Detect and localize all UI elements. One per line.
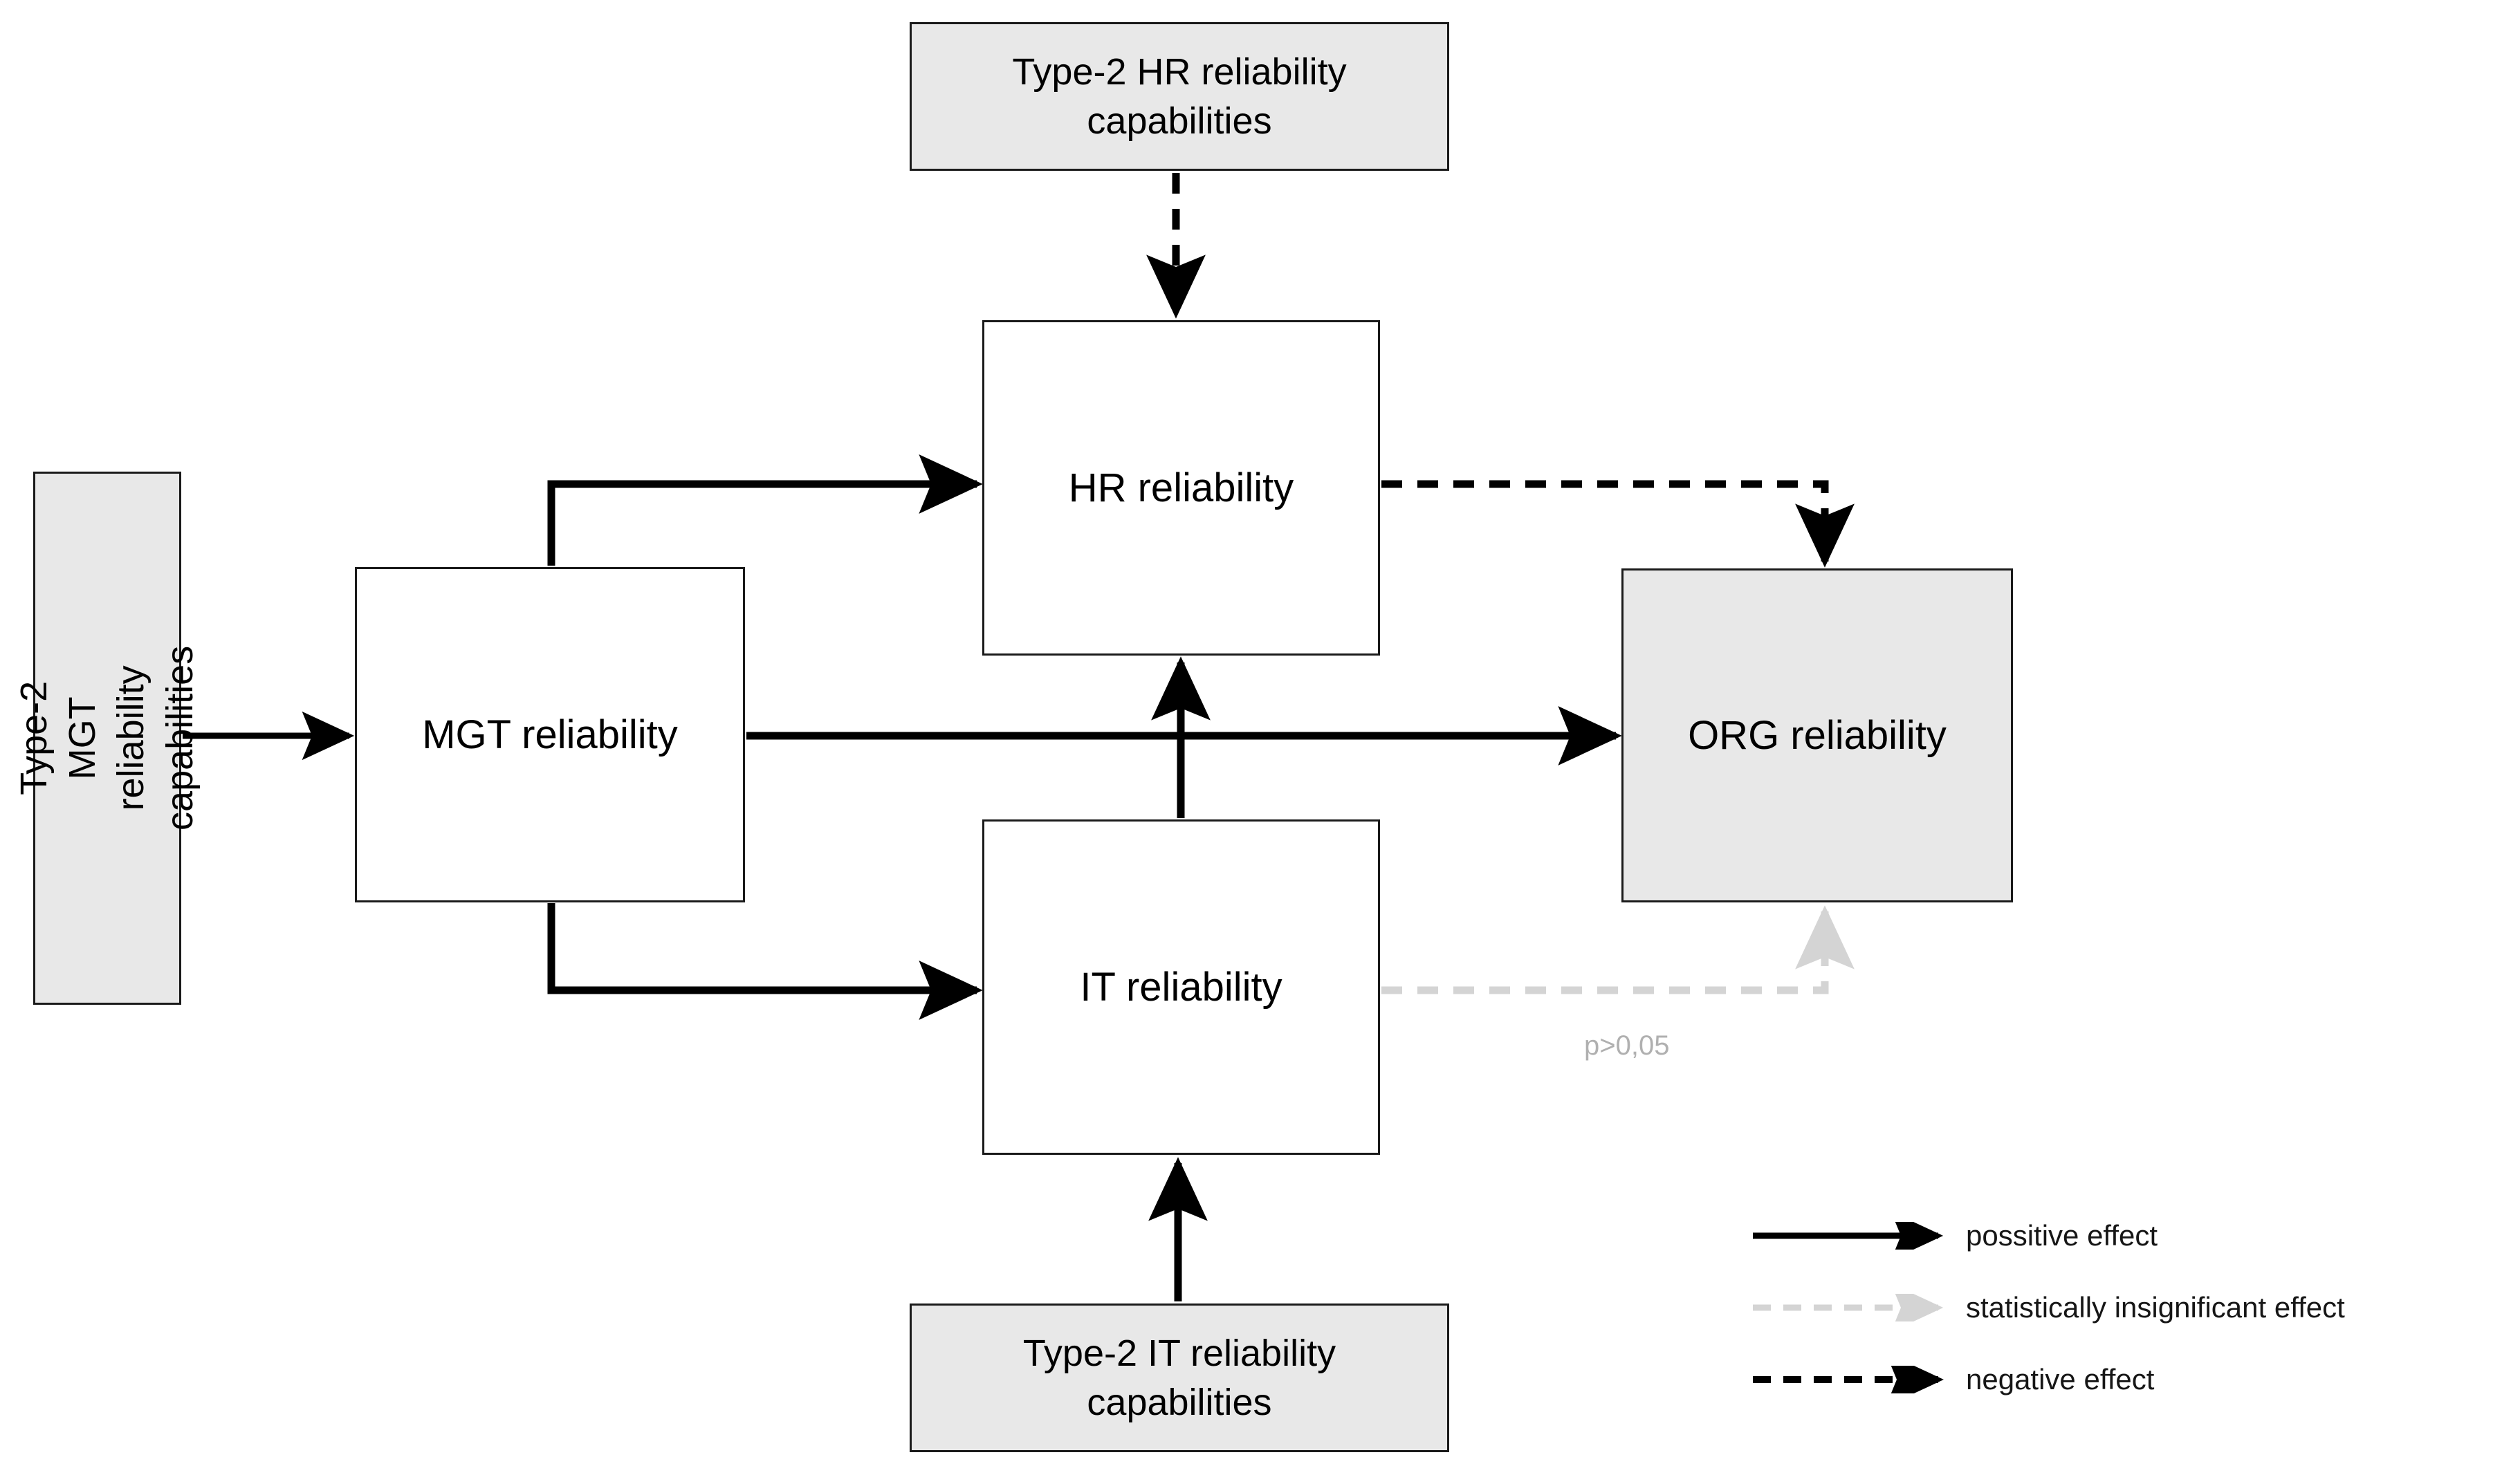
node-type2-hr-capabilities[interactable]: Type-2 HR reliability capabilities — [910, 22, 1449, 171]
dashed-black-arrow-icon — [1750, 1366, 1958, 1393]
node-label: MGT reliability — [422, 712, 678, 757]
edge-mgt-to-it — [547, 903, 983, 1020]
legend-label: negative effect — [1966, 1363, 2155, 1395]
node-type2-mgt-capabilities[interactable]: Type-2 MGT reliability capabilities — [14, 472, 201, 1005]
node-it-reliability[interactable]: IT reliability — [982, 819, 1380, 1155]
legend: possitive effect statistically insignifi… — [1750, 1200, 2511, 1416]
legend-item-positive: possitive effect — [1750, 1200, 2511, 1272]
legend-label: possitive effect — [1966, 1219, 2158, 1252]
legend-label: statistically insignificant effect — [1966, 1291, 2345, 1324]
node-label: Type-2 IT reliability capabilities — [1022, 1333, 1336, 1423]
node-label: Type-2 HR reliability capabilities — [1012, 51, 1347, 142]
node-mgt-reliability[interactable]: MGT reliability — [355, 567, 745, 902]
node-label: ORG reliability — [1688, 712, 1947, 758]
legend-item-negative: negative effect — [1750, 1344, 2511, 1416]
edge-it-to-org — [1381, 905, 1855, 994]
node-label: Type-2 MGT reliability capabilities — [13, 645, 201, 831]
node-org-reliability[interactable]: ORG reliability — [1621, 568, 2013, 902]
dashed-gray-arrow-icon — [1750, 1294, 1958, 1321]
node-type2-it-capabilities[interactable]: Type-2 IT reliability capabilities — [910, 1304, 1449, 1452]
edge-mgt-to-hr — [547, 454, 983, 566]
node-label: HR reliability — [1068, 465, 1294, 510]
node-hr-reliability[interactable]: HR reliability — [982, 320, 1380, 656]
edge-hr-to-org — [1381, 480, 1855, 568]
p-value-annotation: p>0,05 — [1584, 1030, 1670, 1061]
solid-arrow-icon — [1750, 1222, 1958, 1250]
node-label: IT reliability — [1080, 964, 1282, 1010]
legend-item-insignificant: statistically insignificant effect — [1750, 1272, 2511, 1344]
